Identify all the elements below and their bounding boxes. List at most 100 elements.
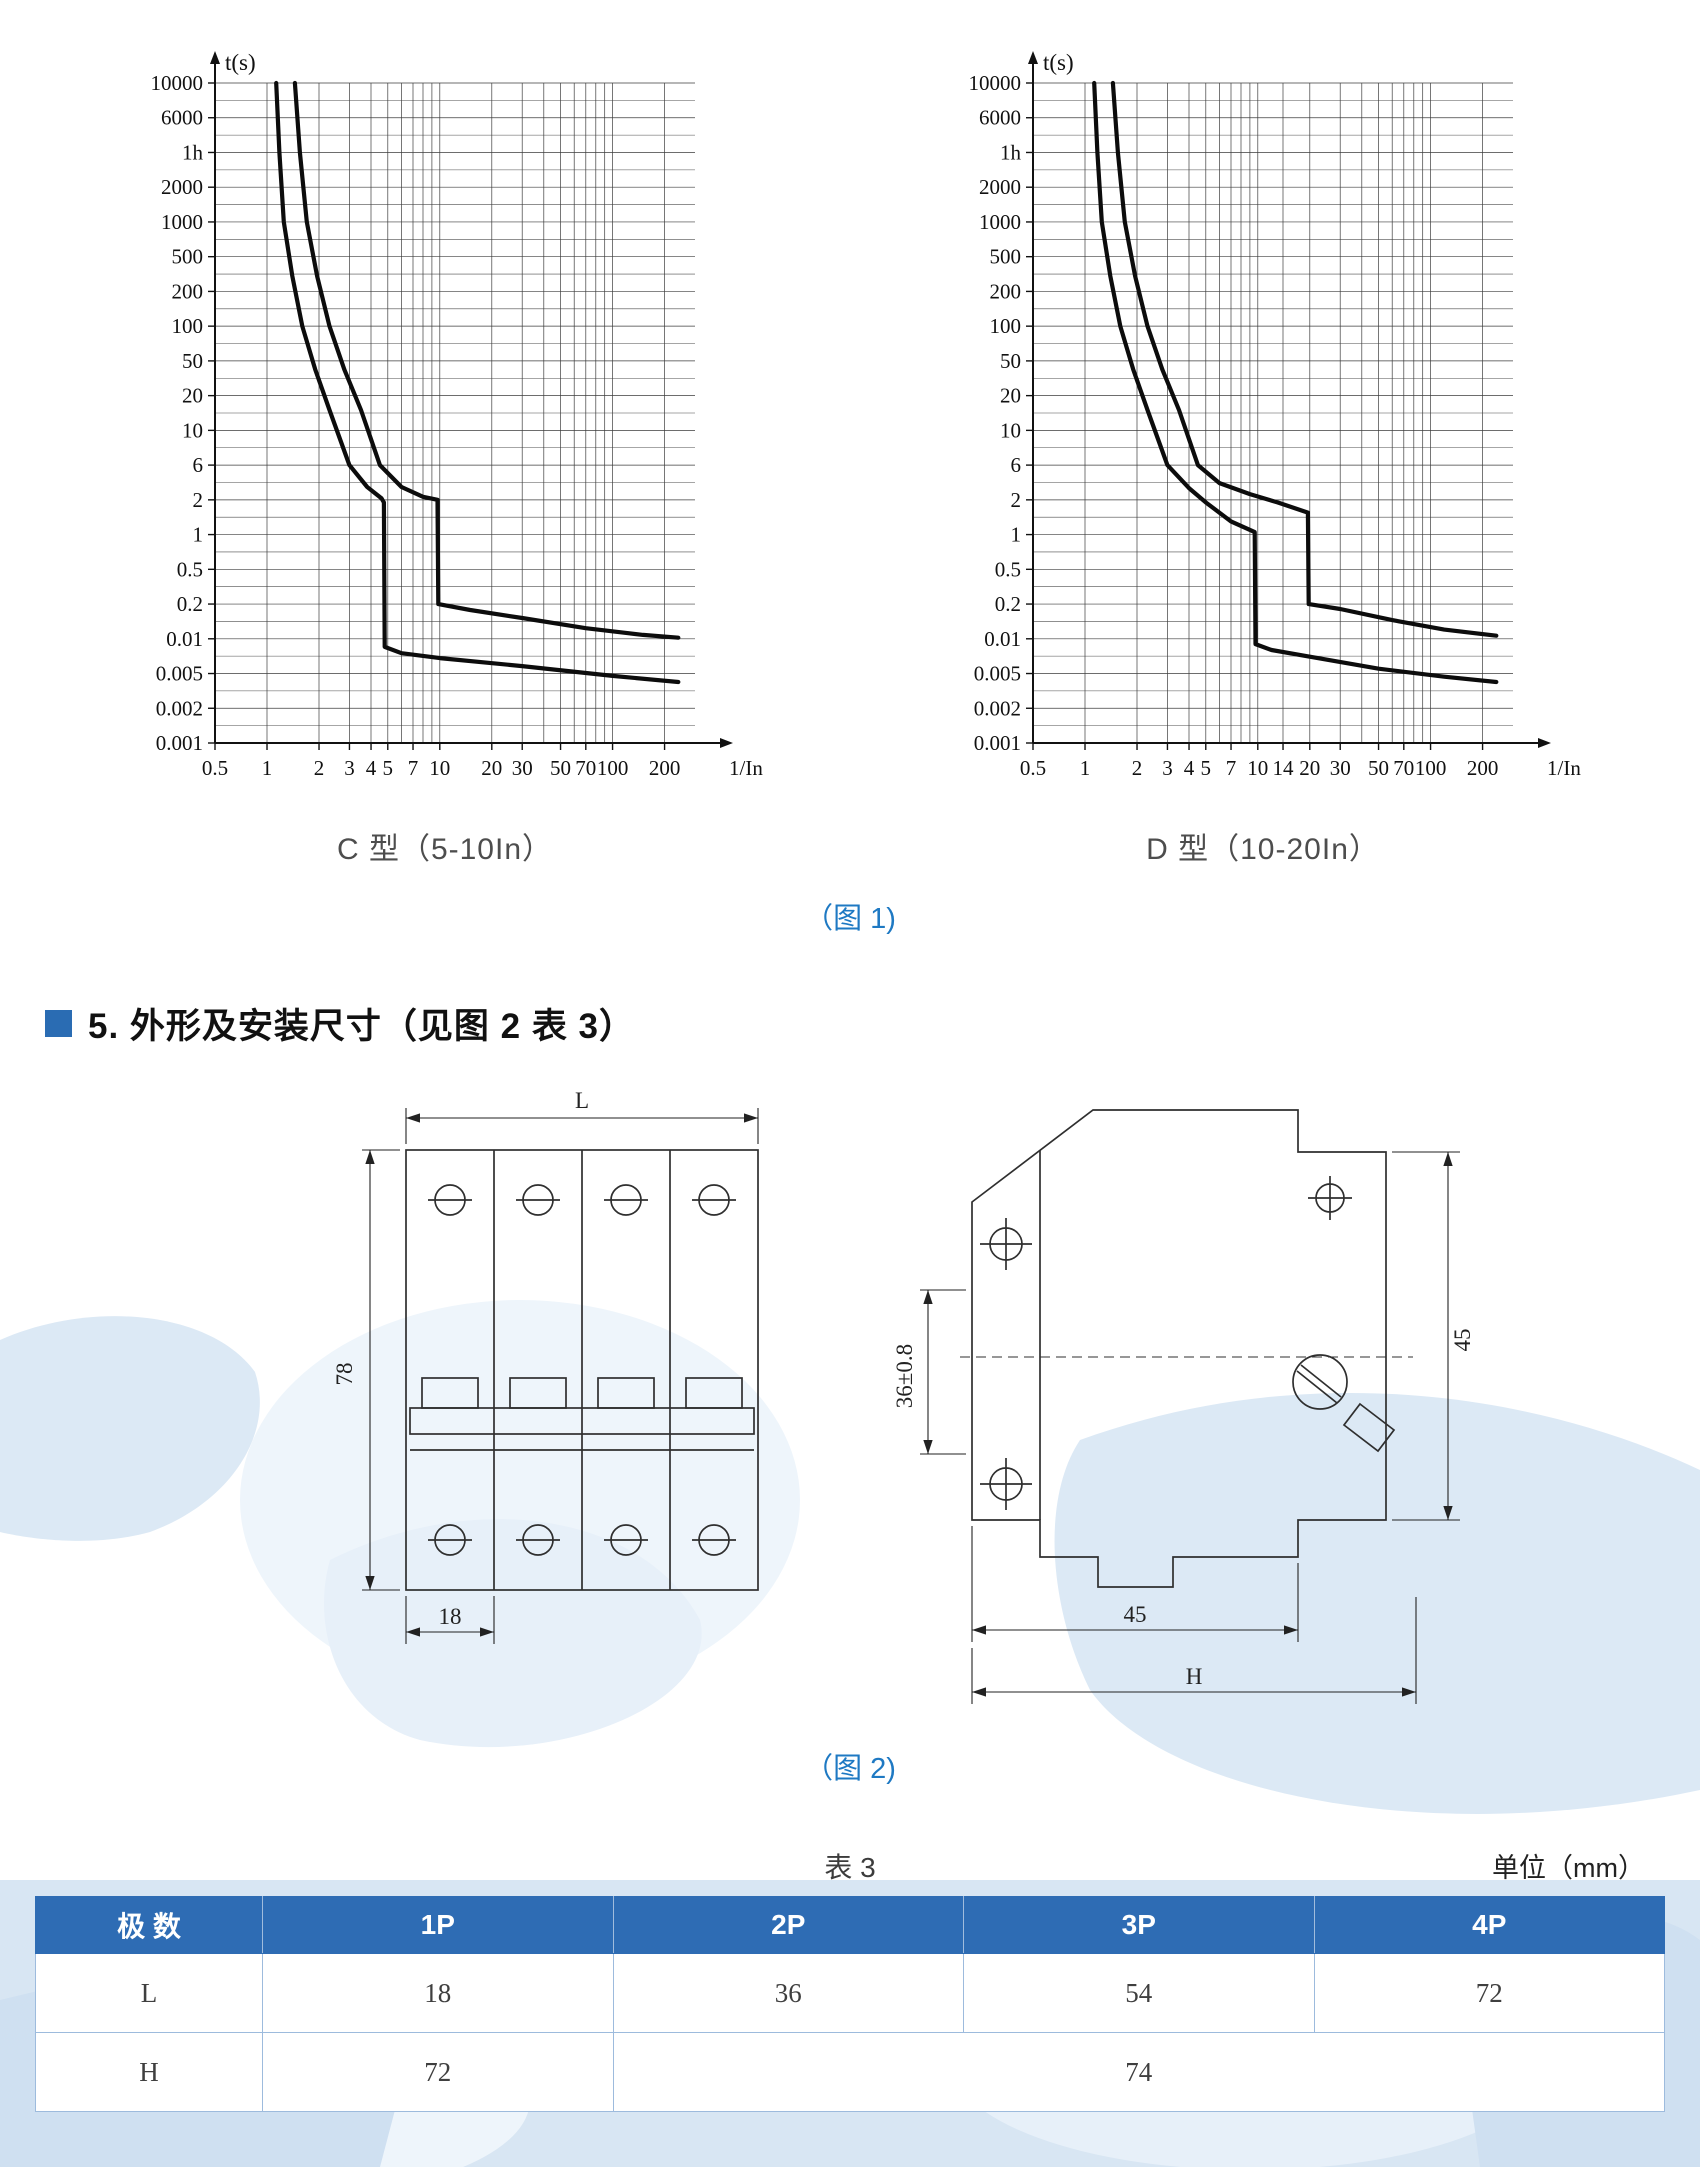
svg-text:0.005: 0.005 (974, 662, 1021, 686)
svg-text:10: 10 (182, 418, 203, 442)
svg-text:t(s): t(s) (225, 50, 256, 75)
svg-text:500: 500 (172, 245, 204, 269)
toggle-handle (421, 1377, 479, 1409)
table3-title: 表 3 (824, 1852, 876, 1883)
heading-square-bullet (45, 1010, 72, 1037)
cell-L-4p: 72 (1313, 1953, 1665, 2033)
chart-grid (1033, 82, 1513, 744)
dim-label-45-right: 45 (1450, 1329, 1475, 1352)
trip-curve-lower-limit (1092, 80, 1499, 685)
svg-text:6000: 6000 (979, 106, 1021, 130)
figure2-caption: （图 2) (804, 1753, 896, 1785)
svg-text:200: 200 (649, 756, 681, 780)
svg-text:10000: 10000 (151, 71, 204, 95)
svg-text:0.5: 0.5 (177, 557, 203, 581)
svg-text:1: 1 (1080, 756, 1091, 780)
svg-text:0.002: 0.002 (156, 696, 203, 720)
dimension-table: 极 数 1P 2P 3P 4P L 18 36 54 72 H 72 74 (35, 1896, 1665, 2112)
svg-text:0.01: 0.01 (984, 627, 1021, 651)
svg-text:50: 50 (1368, 756, 1389, 780)
row-label-H: H (35, 2032, 263, 2112)
svg-text:100: 100 (990, 314, 1022, 338)
svg-text:0.002: 0.002 (974, 696, 1021, 720)
svg-text:2: 2 (193, 488, 204, 512)
front-dimension-lines (362, 1108, 759, 1644)
screw-head-icon (1292, 1354, 1348, 1410)
svg-text:20: 20 (1000, 384, 1021, 408)
svg-text:6000: 6000 (161, 106, 203, 130)
table-row-H: H 72 74 (35, 2032, 1665, 2112)
chart-axes (214, 63, 721, 744)
svg-text:1: 1 (193, 523, 204, 547)
svg-text:50: 50 (550, 756, 571, 780)
trip-curve-upper-limit (292, 80, 681, 640)
svg-text:10: 10 (429, 756, 450, 780)
chart-d-caption: D 型（10-20In） (1146, 833, 1380, 866)
header-cell-2p: 2P (612, 1896, 964, 1954)
svg-text:10: 10 (1000, 418, 1021, 442)
svg-text:200: 200 (172, 279, 204, 303)
dim-label-78: 78 (332, 1363, 357, 1386)
chart-grid (215, 82, 695, 744)
section5-heading: 5. 外形及安装尺寸（见图 2 表 3） (45, 998, 635, 1049)
svg-text:2: 2 (314, 756, 325, 780)
side-body-outline (960, 1109, 1413, 1588)
svg-text:20: 20 (182, 384, 203, 408)
svg-text:70: 70 (575, 756, 596, 780)
svg-text:3: 3 (1162, 756, 1173, 780)
svg-text:2: 2 (1011, 488, 1022, 512)
chart-axes (1032, 63, 1539, 744)
dim-label-L: L (575, 1088, 589, 1113)
svg-text:1000: 1000 (161, 210, 203, 234)
svg-text:5: 5 (1201, 756, 1212, 780)
cell-H-2p-4p: 74 (612, 2032, 1665, 2112)
svg-text:1: 1 (262, 756, 273, 780)
front-body-outline (405, 1149, 759, 1591)
svg-text:4: 4 (366, 756, 377, 780)
side-dimension-lines (920, 1151, 1460, 1704)
svg-text:1h: 1h (182, 140, 204, 164)
svg-text:50: 50 (1000, 349, 1021, 373)
trip-curve-svg: 1000060001h200010005002001005020106210.5… (969, 50, 1582, 780)
svg-text:100: 100 (597, 756, 629, 780)
svg-text:4: 4 (1184, 756, 1195, 780)
svg-text:30: 30 (512, 756, 533, 780)
svg-text:0.2: 0.2 (177, 592, 203, 616)
svg-text:6: 6 (1011, 453, 1022, 477)
svg-text:10000: 10000 (969, 71, 1022, 95)
trip-curve-upper-limit (1110, 80, 1499, 638)
svg-text:7: 7 (1226, 756, 1237, 780)
header-cell-4p: 4P (1313, 1896, 1665, 1954)
table-row-L: L 18 36 54 72 (35, 1953, 1665, 2033)
dim-label-18: 18 (439, 1604, 462, 1629)
chart-c-caption: C 型（5-10In） (336, 833, 554, 866)
cell-H-1p: 72 (262, 2032, 614, 2112)
svg-text:0.005: 0.005 (156, 662, 203, 686)
figure2-front-view: L 78 18 (332, 1088, 759, 1644)
cell-L-2p: 36 (612, 1953, 964, 2033)
handle-tie-bar (409, 1407, 755, 1435)
svg-text:1: 1 (1011, 523, 1022, 547)
figure2-side-view: 36±0.8 45 45 H (892, 1109, 1475, 1704)
svg-text:10: 10 (1247, 756, 1268, 780)
svg-text:5: 5 (383, 756, 394, 780)
svg-text:0.5: 0.5 (1020, 756, 1046, 780)
dim-label-36: 36±0.8 (892, 1344, 917, 1408)
header-cell-poles: 极 数 (35, 1896, 263, 1954)
svg-text:50: 50 (182, 349, 203, 373)
svg-text:200: 200 (1467, 756, 1499, 780)
svg-text:100: 100 (172, 314, 204, 338)
svg-text:0.5: 0.5 (995, 557, 1021, 581)
header-cell-1p: 1P (262, 1896, 614, 1954)
svg-text:t(s): t(s) (1043, 50, 1074, 75)
svg-text:1000: 1000 (979, 210, 1021, 234)
cell-L-3p: 54 (963, 1953, 1315, 2033)
svg-text:500: 500 (990, 245, 1022, 269)
figure1-caption: （图 1) (804, 903, 896, 935)
svg-text:20: 20 (1299, 756, 1320, 780)
table-header-row: 极 数 1P 2P 3P 4P (35, 1896, 1665, 1954)
svg-text:0.001: 0.001 (156, 731, 203, 755)
svg-text:1/In: 1/In (729, 756, 763, 780)
